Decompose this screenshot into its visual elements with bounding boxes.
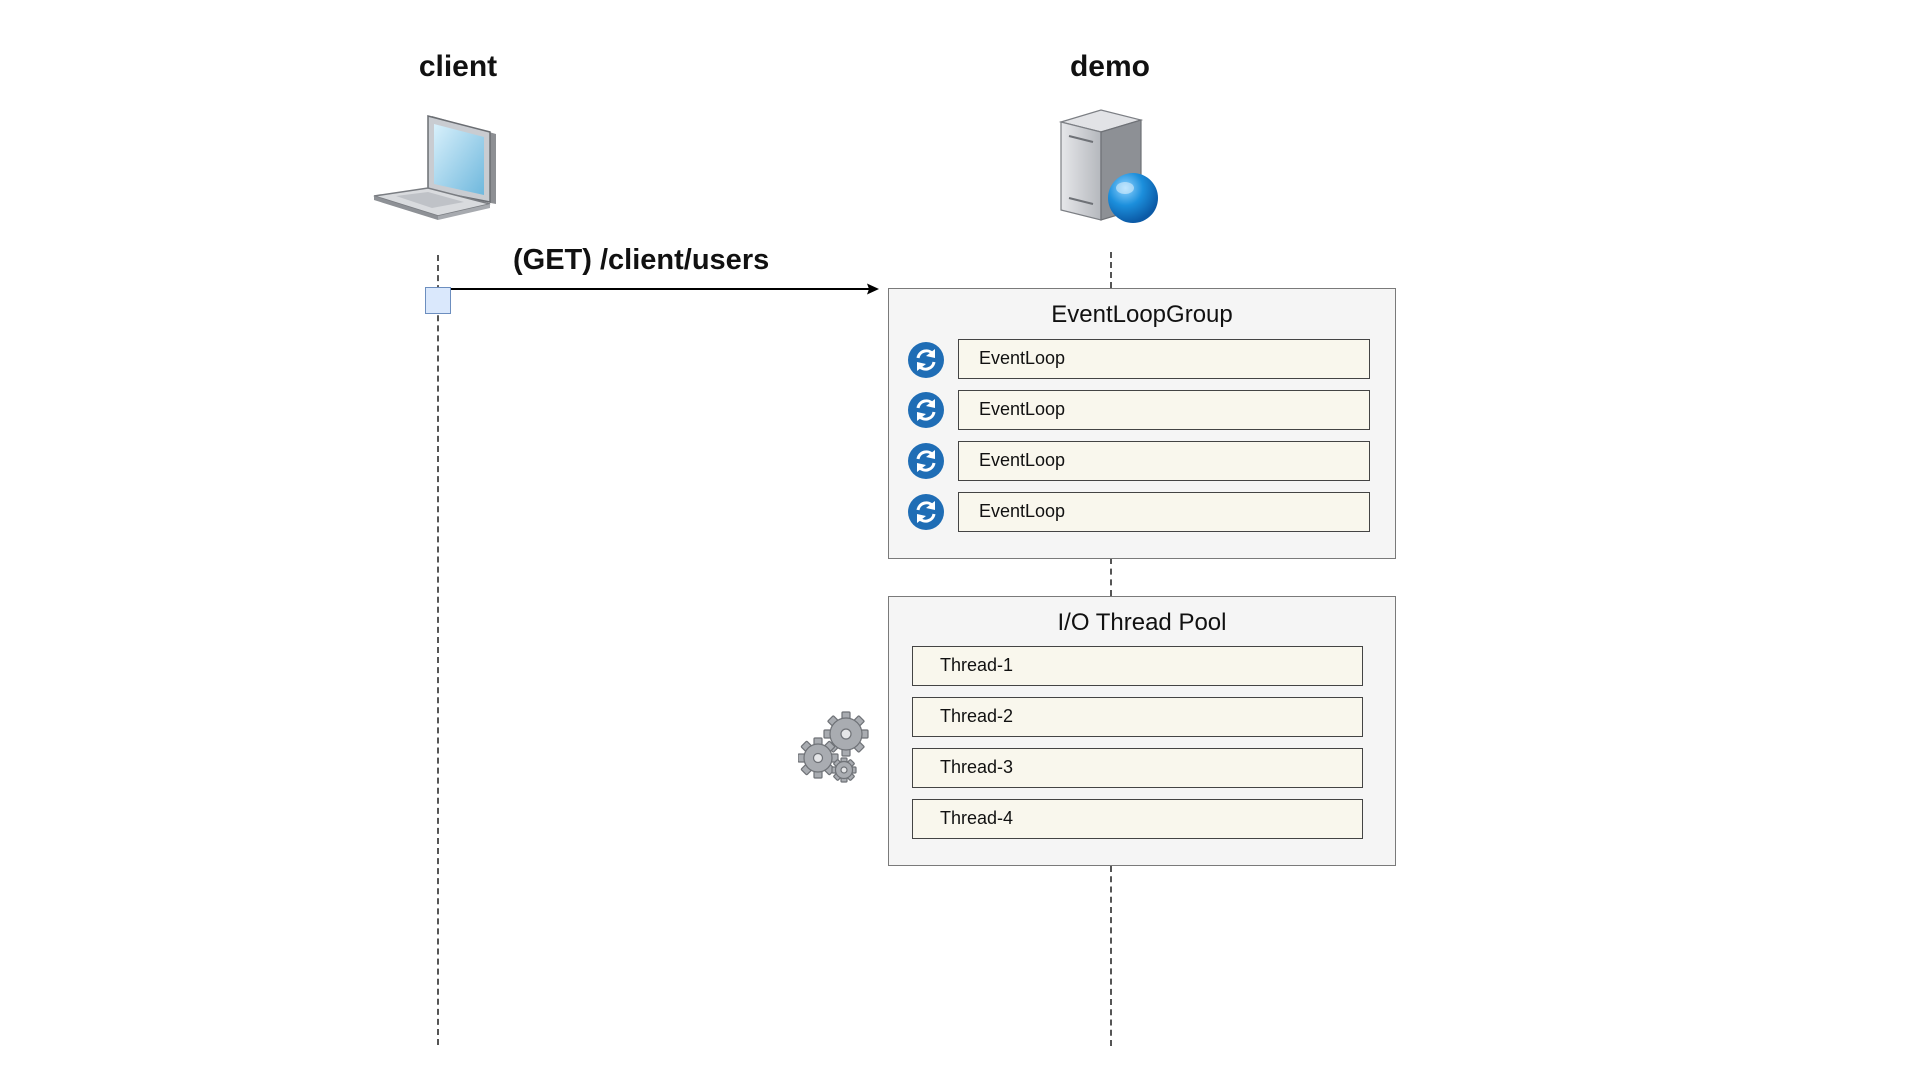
refresh-icon (908, 342, 944, 378)
participant-demo-title: demo (1069, 50, 1150, 83)
event-loop-item: EventLoop (958, 390, 1370, 430)
thread-item: Thread-3 (912, 748, 1363, 788)
client-activation-box (425, 287, 451, 314)
refresh-icon (908, 494, 944, 530)
message-label: (GET) /client/users (513, 244, 770, 276)
message-arrow (451, 283, 879, 295)
event-loop-item: EventLoop (958, 339, 1370, 379)
gears-icon (798, 711, 869, 783)
laptop-icon (373, 115, 496, 220)
demo-lifeline-bottom (1110, 866, 1112, 1046)
participant-client-title: client (418, 50, 498, 83)
client-lifeline (437, 255, 439, 1045)
refresh-icon (908, 443, 944, 479)
io-thread-pool-title: I/O Thread Pool (1057, 609, 1227, 636)
event-loop-item: EventLoop (958, 492, 1370, 532)
event-loop-item: EventLoop (958, 441, 1370, 481)
thread-item: Thread-4 (912, 799, 1363, 839)
demo-lifeline-middle (1110, 558, 1112, 596)
thread-item: Thread-2 (912, 697, 1363, 737)
demo-lifeline-top (1110, 252, 1112, 288)
event-loop-group-title: EventLoopGroup (1051, 301, 1233, 328)
thread-item: Thread-1 (912, 646, 1363, 686)
refresh-icon (908, 392, 944, 428)
server-icon (1058, 109, 1158, 223)
